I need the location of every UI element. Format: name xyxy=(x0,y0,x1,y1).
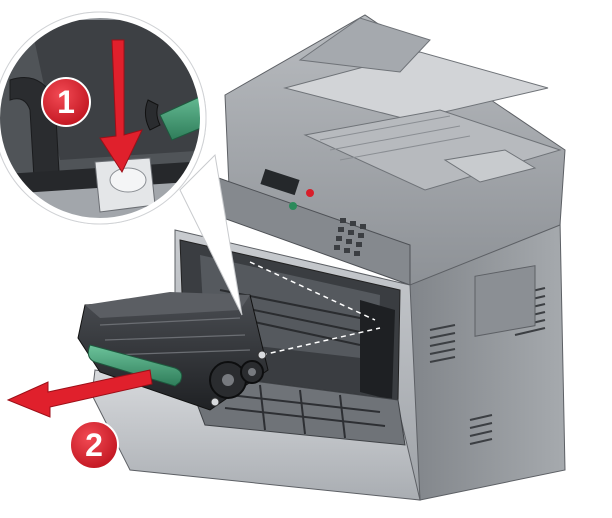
cartridge-top xyxy=(85,292,250,318)
green-lever xyxy=(159,89,203,141)
cavity-rail-right xyxy=(360,300,395,400)
stop-button-icon xyxy=(306,189,314,197)
printer-illustration xyxy=(91,14,566,501)
step-1-badge: 1 xyxy=(41,77,91,127)
start-button-icon xyxy=(289,202,297,210)
step-1-number: 1 xyxy=(57,84,75,120)
keypad xyxy=(334,218,366,256)
adf-output-tray xyxy=(303,109,562,191)
callout-pointer xyxy=(179,153,243,316)
press-arrow-icon xyxy=(99,39,143,174)
toner-cartridge-illustration xyxy=(77,292,269,411)
adf-cover xyxy=(298,17,431,73)
side-access-panel xyxy=(474,265,536,337)
door-rollers xyxy=(224,384,386,439)
step-2-number: 2 xyxy=(85,427,103,463)
cartridge-pin xyxy=(257,350,267,360)
control-display xyxy=(260,168,300,196)
cartridge-green-handle xyxy=(87,344,183,387)
step-2-badge: 2 xyxy=(69,420,119,470)
tray-extension xyxy=(443,149,537,183)
pull-arrow-icon xyxy=(6,369,153,418)
